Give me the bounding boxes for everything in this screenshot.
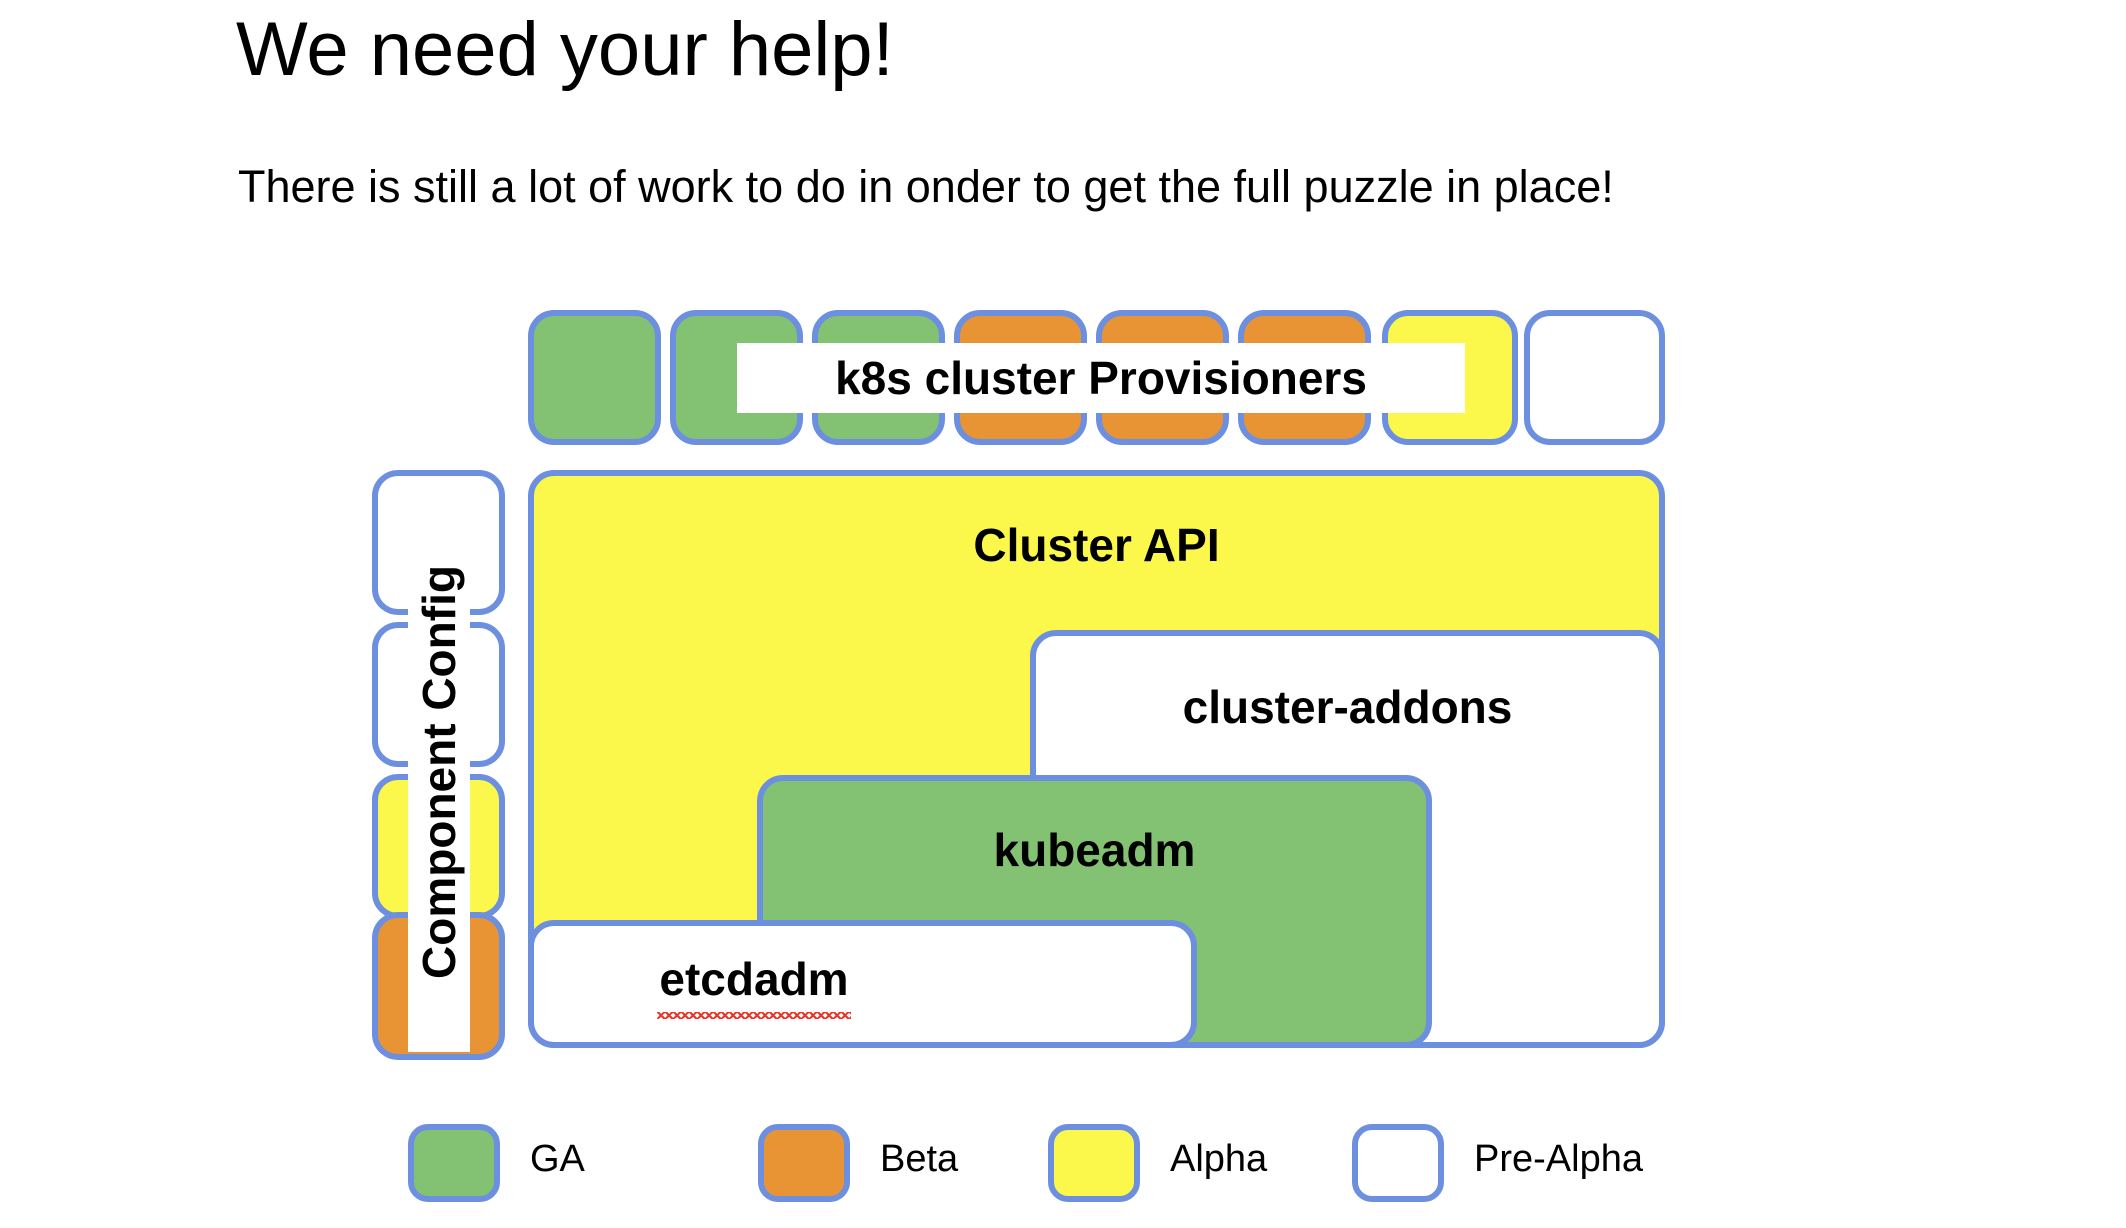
box-etcdadm-label: etcdadm [657, 953, 851, 1019]
legend-swatch-pre-alpha [1352, 1124, 1444, 1202]
component-config-label-band: Component Config [408, 492, 470, 1052]
provisioner-tile-8[interactable] [1524, 310, 1665, 445]
box-cluster-addons-label: cluster-addons [1182, 681, 1513, 733]
box-cluster-api-label: Cluster API [973, 519, 1220, 571]
page-subtitle: There is still a lot of work to do in on… [238, 161, 1614, 212]
legend-swatch-alpha [1048, 1124, 1140, 1202]
legend-label-beta: Beta [880, 1138, 959, 1180]
legend-swatch-ga [408, 1124, 500, 1202]
page-title: We need your help! [236, 7, 894, 92]
legend-label-alpha: Alpha [1170, 1138, 1268, 1180]
provisioner-tile-1[interactable] [528, 310, 661, 445]
provisioners-label: k8s cluster Provisioners [835, 352, 1367, 404]
box-etcdadm-label-wrap: etcdadm [534, 952, 974, 1019]
legend-label-ga: GA [530, 1138, 585, 1180]
box-etcdadm[interactable]: etcdadm [528, 920, 1197, 1048]
legend-swatch-beta [758, 1124, 850, 1202]
legend-label-pre-alpha: Pre-Alpha [1474, 1138, 1643, 1180]
component-config-label: Component Config [413, 565, 466, 979]
box-kubeadm-label: kubeadm [993, 824, 1196, 876]
provisioners-label-band: k8s cluster Provisioners [737, 343, 1465, 413]
maturity-legend: GA Beta Alpha Pre-Alpha [0, 1124, 2126, 1214]
